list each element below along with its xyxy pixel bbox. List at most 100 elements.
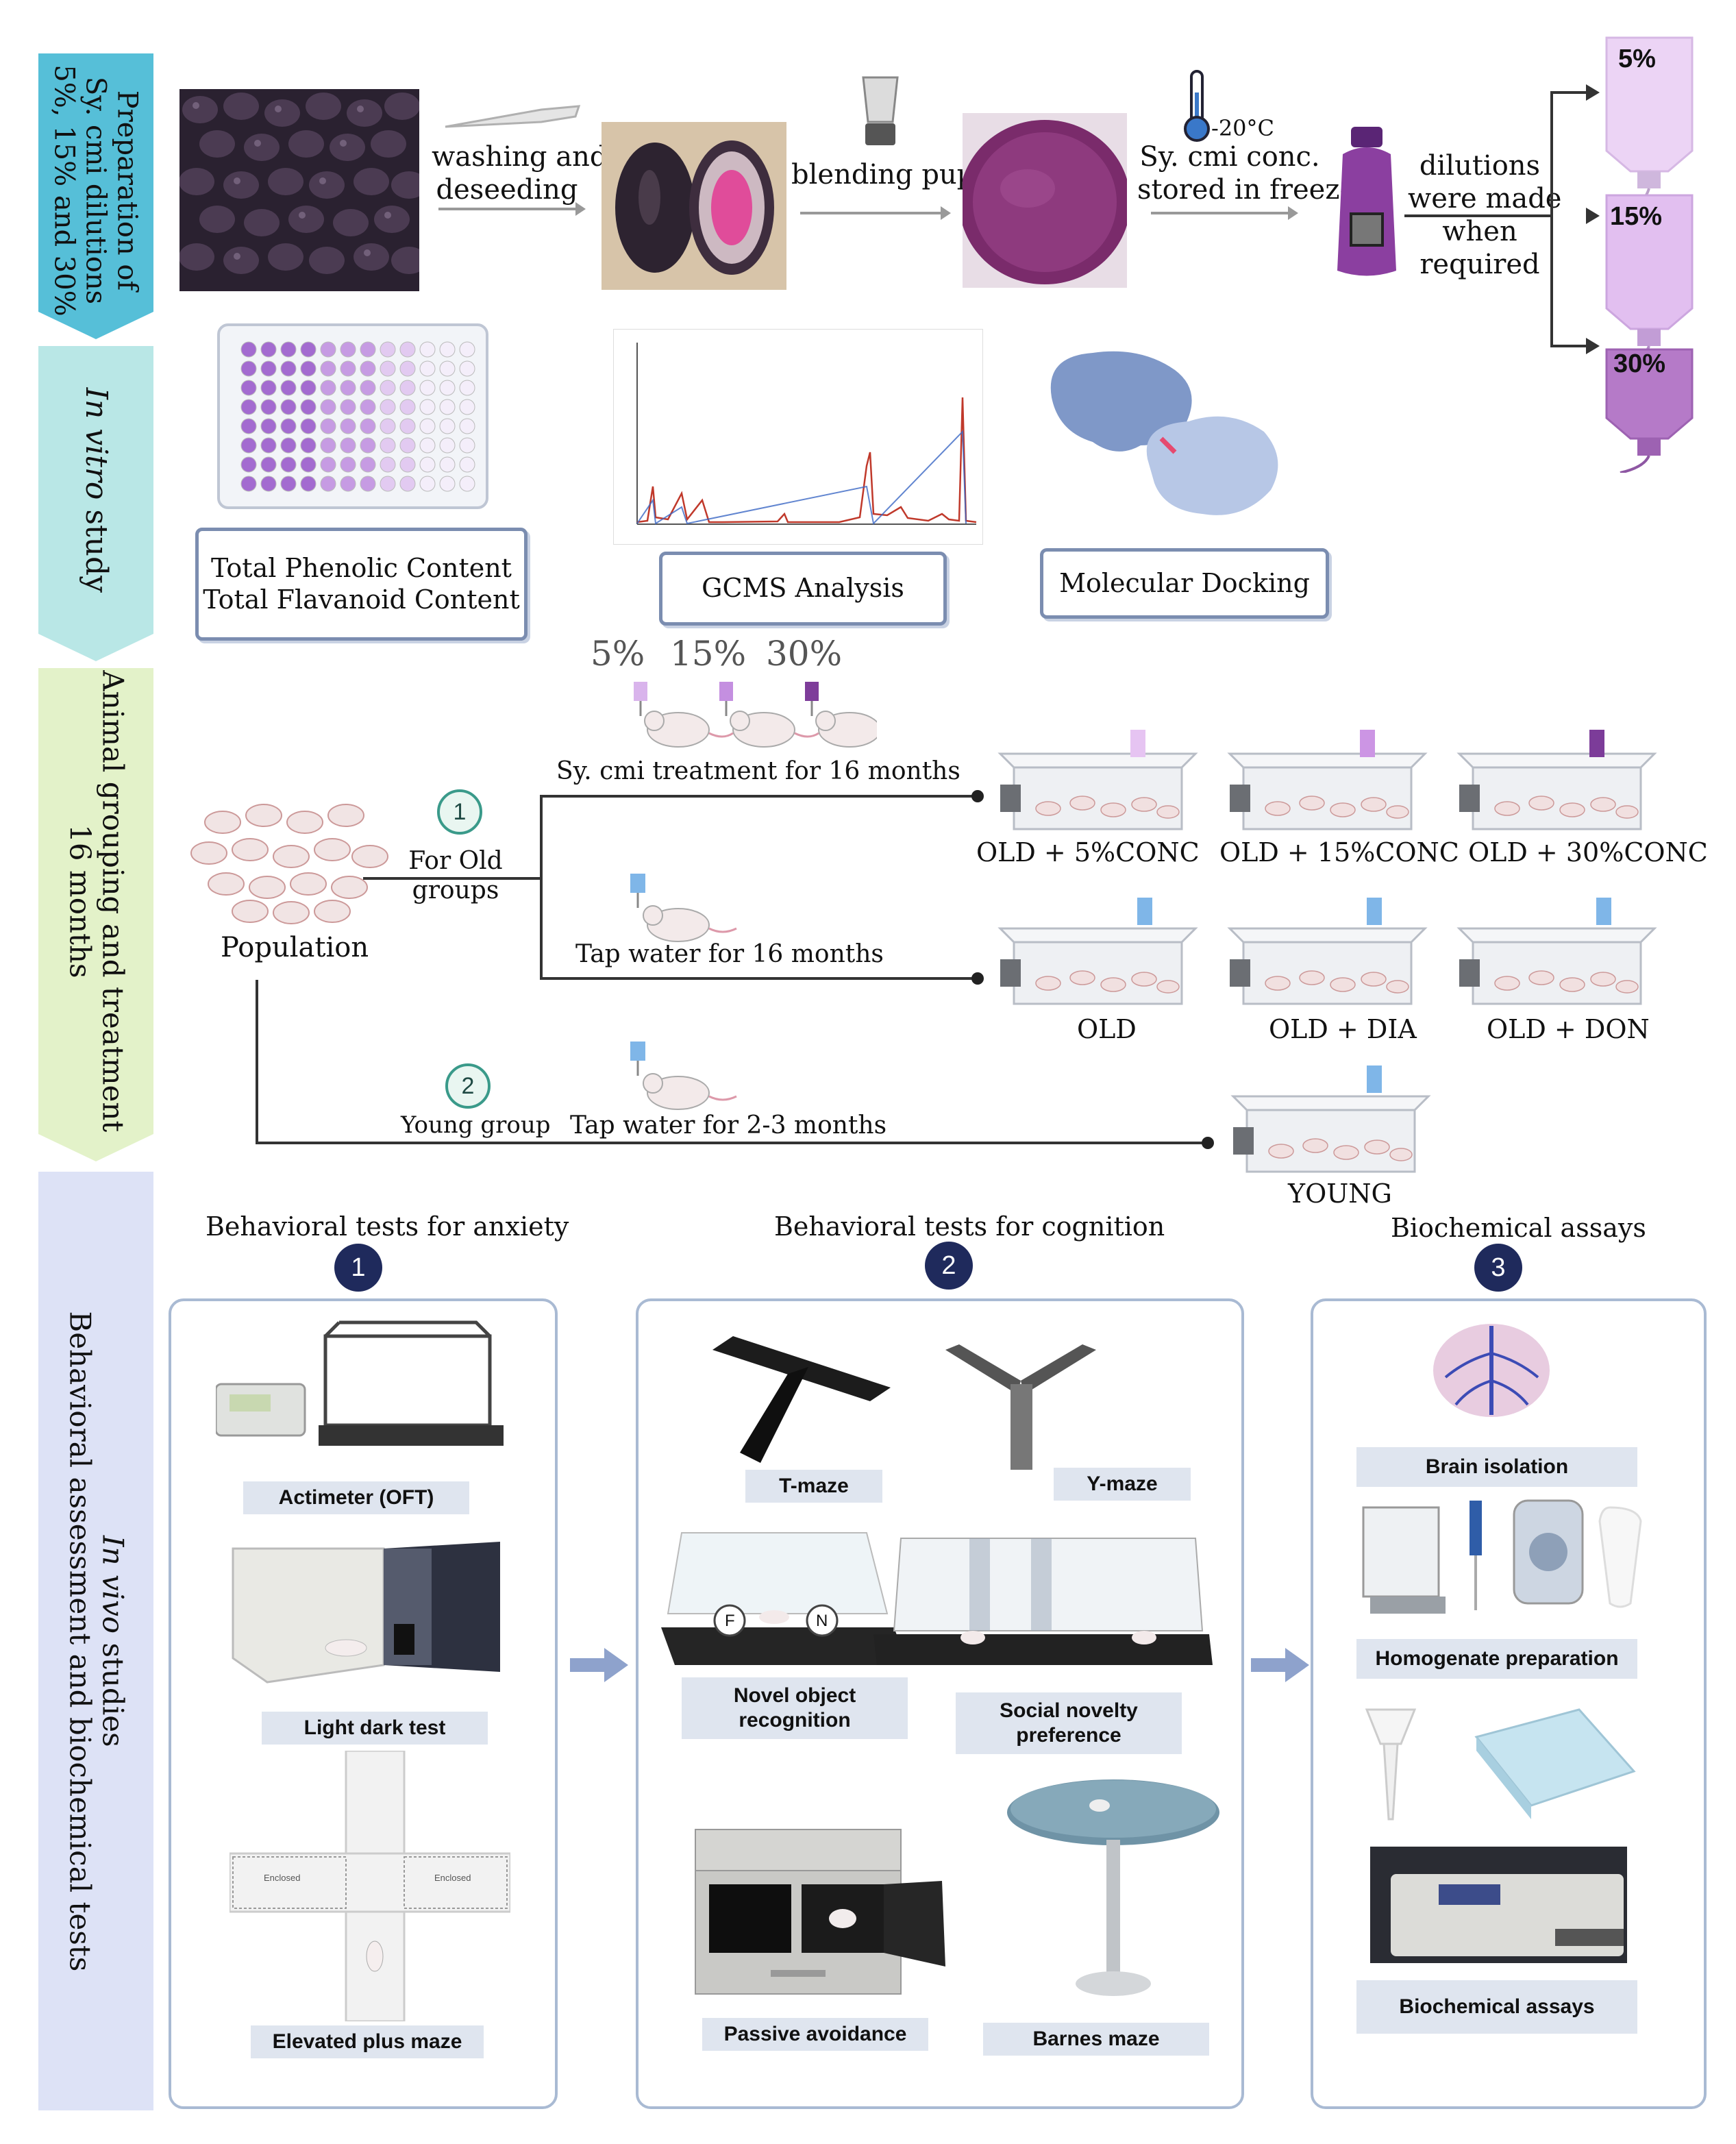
plate-well bbox=[360, 456, 376, 473]
group-old-5conc: OLD + 5%CONC bbox=[976, 837, 1200, 867]
storage-label: Sy. cmi conc. stored in freezer bbox=[1137, 141, 1369, 206]
plate-well bbox=[419, 437, 436, 454]
connector-tap16 bbox=[540, 977, 978, 980]
plate-well bbox=[459, 341, 475, 358]
group-old: OLD bbox=[1077, 1014, 1137, 1044]
plate-well bbox=[419, 418, 436, 434]
epm-tag: Elevated plus maze bbox=[251, 2025, 484, 2058]
berries-image bbox=[179, 89, 419, 291]
plate-well bbox=[340, 399, 356, 415]
invivo-band bbox=[38, 1172, 153, 2110]
homogenate-tag: Homogenate preparation bbox=[1356, 1639, 1637, 1679]
maze-arm-left: Enclosed bbox=[264, 1873, 301, 1883]
plate-reader-image bbox=[1370, 1847, 1627, 1963]
plate-well bbox=[380, 418, 396, 434]
plate-well bbox=[419, 476, 436, 492]
plate-well bbox=[419, 360, 436, 377]
temperature-label: -20°C bbox=[1211, 115, 1275, 141]
conc-label-5: 5% bbox=[591, 634, 645, 674]
invivo-row-label: In vivo studies Behavioral assessment an… bbox=[63, 1311, 130, 1971]
plate-well bbox=[300, 418, 317, 434]
plate-well bbox=[260, 476, 277, 492]
plate-well bbox=[399, 399, 416, 415]
plate-well bbox=[399, 341, 416, 358]
connector-dot-young bbox=[1202, 1137, 1214, 1149]
plate-well bbox=[240, 418, 257, 434]
plate-well bbox=[399, 456, 416, 473]
plate-well bbox=[380, 360, 396, 377]
social-novelty-image bbox=[873, 1538, 1213, 1665]
barnes-maze-tag: Barnes maze bbox=[983, 2023, 1209, 2056]
plate-well bbox=[399, 418, 416, 434]
flow-arrow-1 bbox=[570, 1648, 628, 1682]
plate-well bbox=[280, 456, 297, 473]
plate-well bbox=[280, 418, 297, 434]
plate-well bbox=[360, 399, 376, 415]
arrow-2 bbox=[800, 206, 951, 220]
plate-well bbox=[340, 341, 356, 358]
arrow-1 bbox=[438, 202, 586, 216]
passive-avoidance-image bbox=[695, 1829, 945, 1995]
group-old-30conc: OLD + 30%CONC bbox=[1468, 837, 1708, 867]
bottle-label-15: 15% bbox=[1610, 202, 1663, 231]
plate-well bbox=[260, 360, 277, 377]
plate-well bbox=[260, 380, 277, 396]
plate-well bbox=[280, 360, 297, 377]
connector-dot-treatment bbox=[971, 790, 984, 802]
plate-well bbox=[380, 456, 396, 473]
y-maze-tag: Y-maze bbox=[1054, 1468, 1191, 1501]
old-groups-number: 1 bbox=[437, 789, 482, 835]
washing-label: washing and deseeding bbox=[432, 141, 608, 206]
plate-well bbox=[280, 380, 297, 396]
tap-water-mouse-icon bbox=[630, 874, 737, 942]
plate-well bbox=[459, 456, 475, 473]
plate-well bbox=[300, 399, 317, 415]
plate-well bbox=[399, 380, 416, 396]
plate-well bbox=[439, 399, 456, 415]
novel-object-image bbox=[661, 1532, 908, 1665]
y-maze-image bbox=[945, 1344, 1096, 1470]
connector-vertical bbox=[540, 795, 543, 980]
phenolic-flavanoid-box: Total Phenolic Content Total Flavanoid C… bbox=[195, 528, 528, 641]
object-n: N bbox=[816, 1612, 828, 1630]
plate-well bbox=[240, 380, 257, 396]
thermometer-icon bbox=[1184, 70, 1210, 142]
plate-well bbox=[439, 456, 456, 473]
plate-well bbox=[280, 341, 297, 358]
connector-treatment bbox=[540, 795, 978, 798]
treated-mice-icons bbox=[634, 682, 877, 748]
connector-young-vertical bbox=[256, 980, 258, 1144]
plate-well bbox=[300, 380, 317, 396]
plate-well bbox=[340, 437, 356, 454]
plate-well bbox=[240, 360, 257, 377]
connector-population bbox=[363, 877, 541, 880]
brain-isolation-tag: Brain isolation bbox=[1356, 1447, 1637, 1487]
plate-well bbox=[399, 437, 416, 454]
plate-well bbox=[320, 399, 336, 415]
group-old-don: OLD + DON bbox=[1487, 1014, 1650, 1044]
plate-well bbox=[360, 418, 376, 434]
protein-docking-image bbox=[1050, 351, 1278, 515]
plate-well bbox=[240, 399, 257, 415]
cognition-number: 2 bbox=[925, 1242, 973, 1290]
plate-well bbox=[380, 399, 396, 415]
plate-well bbox=[260, 341, 277, 358]
plate-well bbox=[280, 476, 297, 492]
plate-well bbox=[280, 437, 297, 454]
plate-well bbox=[419, 456, 436, 473]
plate-well bbox=[340, 456, 356, 473]
light-dark-box-image bbox=[232, 1542, 500, 1684]
young-mouse-icon bbox=[630, 1042, 737, 1110]
population-mice-icon bbox=[190, 804, 388, 924]
plate-well bbox=[459, 380, 475, 396]
plate-well bbox=[439, 341, 456, 358]
elevated-plus-maze-image bbox=[230, 1751, 510, 2021]
dilution-bottles bbox=[1605, 36, 1694, 473]
animal-band bbox=[38, 668, 153, 1161]
dilution-branch-arrows bbox=[1404, 84, 1600, 354]
docking-box: Molecular Docking bbox=[1040, 548, 1329, 619]
plate-well bbox=[300, 476, 317, 492]
gcms-box: GCMS Analysis bbox=[659, 552, 947, 626]
dilutions-label: dilutions were made when required bbox=[1408, 150, 1562, 280]
anxiety-title: Behavioral tests for anxiety bbox=[206, 1211, 569, 1242]
